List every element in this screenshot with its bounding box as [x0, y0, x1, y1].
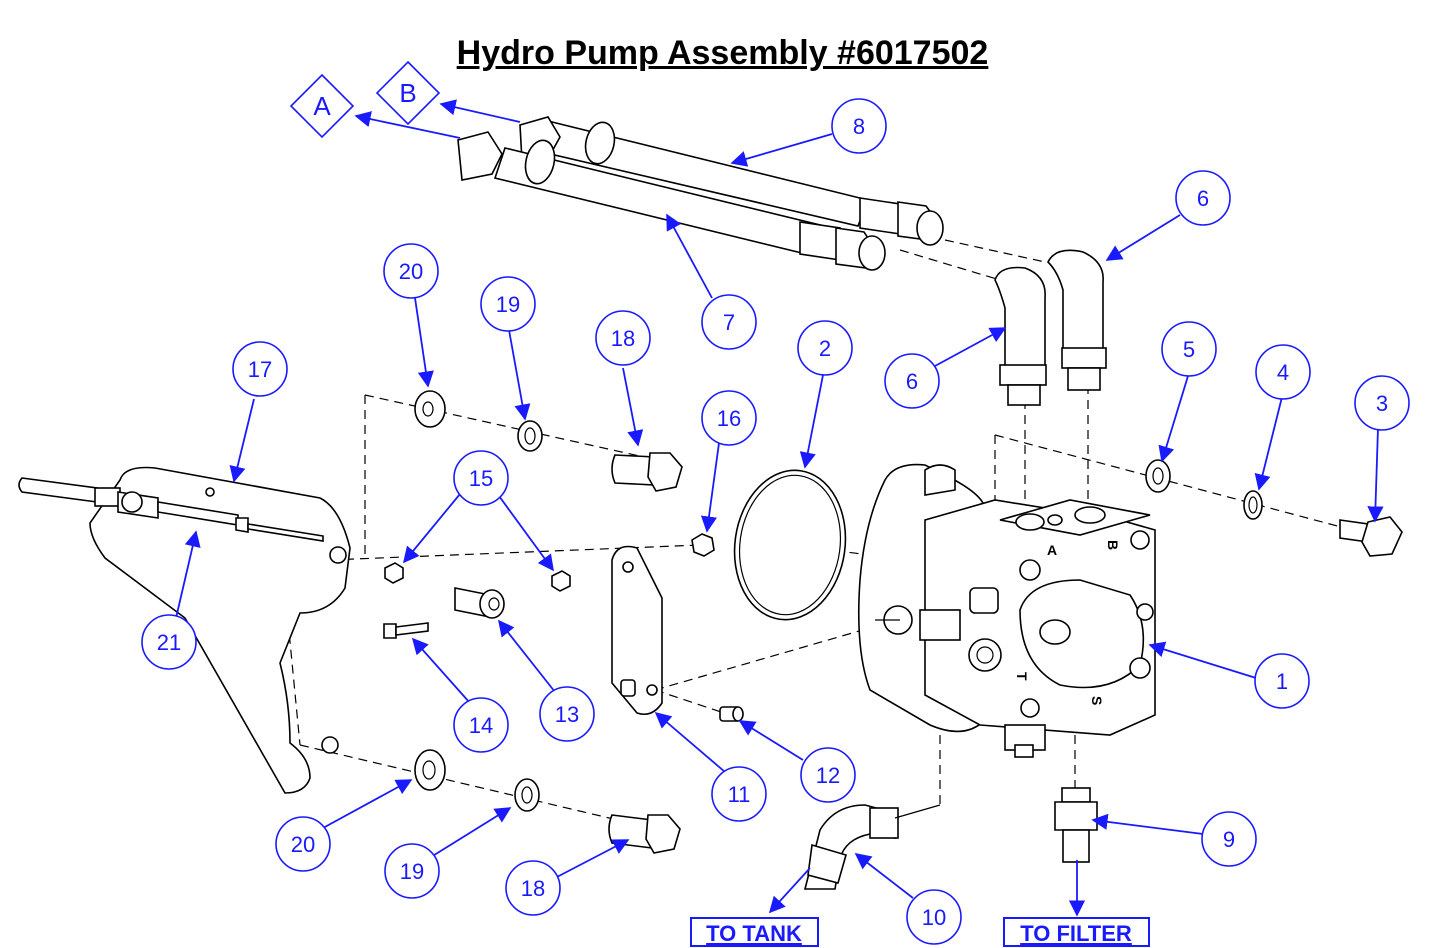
- callout-11: 11: [711, 766, 767, 822]
- callout-14: 14: [453, 697, 509, 753]
- callout-10: 10: [906, 889, 962, 945]
- control-cable-21: [18, 477, 324, 542]
- callout-12: 12: [800, 747, 856, 803]
- port-marker-b-label: B: [399, 78, 416, 108]
- callout-label: 10: [922, 905, 946, 930]
- destination-to-tank-label: TO TANK: [706, 921, 802, 946]
- callout-label: 6: [1197, 186, 1209, 211]
- callout-9: 9: [1201, 811, 1257, 867]
- callout-6-upper: 6: [1175, 170, 1231, 226]
- elbow-fitting-6-left: [994, 266, 1047, 406]
- callout-label: 6: [906, 369, 918, 394]
- o-ring-2: [733, 469, 847, 621]
- callout-5: 5: [1161, 321, 1217, 377]
- destination-to-tank: TO TANK: [690, 917, 819, 947]
- lock-washer-19-top: [517, 420, 543, 452]
- callout-18-top: 18: [595, 310, 651, 366]
- elbow-fitting-6-right: [1047, 249, 1107, 391]
- callout-label: 15: [469, 466, 493, 491]
- bolt-3: [1339, 516, 1403, 557]
- bolt-18-top: [611, 452, 683, 492]
- control-lever-11: [611, 545, 663, 716]
- callout-label: 9: [1223, 827, 1235, 852]
- destination-to-filter-label: TO FILTER: [1020, 921, 1132, 946]
- callout-3: 3: [1354, 375, 1410, 431]
- callout-label: 2: [819, 336, 831, 361]
- callout-18-bottom: 18: [505, 860, 561, 916]
- callout-label: 14: [469, 713, 493, 738]
- callout-label: 17: [248, 357, 272, 382]
- callout-16: 16: [701, 390, 757, 446]
- callout-label: 18: [611, 326, 635, 351]
- port-label-b: B: [1105, 540, 1121, 550]
- callout-label: 19: [496, 292, 520, 317]
- callout-label: 11: [728, 782, 751, 807]
- port-marker-a: A: [289, 73, 355, 139]
- callout-15-a: 15: [453, 450, 509, 506]
- port-marker-b: B: [375, 60, 441, 126]
- callout-label: 3: [1376, 391, 1388, 416]
- callout-label: 12: [816, 763, 840, 788]
- nut-15-right: [551, 570, 571, 592]
- rod-end-13: [454, 587, 505, 619]
- bolt-14: [383, 622, 429, 639]
- callout-label: 19: [400, 859, 424, 884]
- callout-label: 18: [521, 876, 545, 901]
- washer-20-bottom: [414, 749, 446, 791]
- washer-5: [1145, 459, 1171, 493]
- callout-label: 1: [1276, 669, 1288, 694]
- callout-label: 5: [1183, 337, 1195, 362]
- washer-20-top: [414, 390, 446, 428]
- callout-2: 2: [797, 320, 853, 376]
- nut-15-left: [384, 562, 404, 584]
- mounting-bracket-17: [89, 466, 351, 794]
- hydro-pump-1: A B T S: [857, 463, 1156, 758]
- port-label-a: A: [1047, 542, 1057, 558]
- callout-label: 20: [399, 259, 423, 284]
- lock-washer-19-bottom: [514, 778, 540, 812]
- callout-label: 4: [1277, 360, 1289, 385]
- lock-washer-4: [1243, 490, 1263, 520]
- callout-label: 8: [853, 114, 865, 139]
- spacer-12: [719, 706, 744, 722]
- port-marker-a-label: A: [313, 91, 331, 121]
- callout-17: 17: [232, 341, 288, 397]
- leader-arrows: [175, 99, 1384, 917]
- callout-20-top: 20: [383, 243, 439, 299]
- callout-7: 7: [701, 294, 757, 350]
- callout-label: 7: [723, 310, 735, 335]
- callout-label: 13: [555, 702, 579, 727]
- callout-4: 4: [1255, 344, 1311, 400]
- callout-20-bottom: 20: [275, 816, 331, 872]
- callout-19-bottom: 19: [384, 843, 440, 899]
- hose-7: [457, 131, 886, 271]
- bolt-18-bottom: [608, 814, 681, 854]
- port-label-t: T: [1014, 672, 1030, 681]
- callout-label: 21: [157, 630, 181, 655]
- elbow-fitting-10: [803, 804, 899, 890]
- callout-label: 20: [291, 832, 315, 857]
- nut-16: [691, 533, 715, 557]
- callout-13: 13: [539, 686, 595, 742]
- destination-to-filter: TO FILTER: [1003, 917, 1150, 947]
- routing-lines: [894, 804, 941, 819]
- callout-label: 16: [717, 406, 741, 431]
- straight-fitting-9: [1054, 787, 1098, 863]
- callout-8: 8: [831, 98, 887, 154]
- port-label-s: S: [1089, 696, 1105, 705]
- callout-21: 21: [141, 614, 197, 670]
- diagram-title: Hydro Pump Assembly #6017502: [456, 34, 989, 72]
- callout-6-lower: 6: [884, 353, 940, 409]
- callout-19-top: 19: [480, 276, 536, 332]
- callout-1: 1: [1254, 653, 1310, 709]
